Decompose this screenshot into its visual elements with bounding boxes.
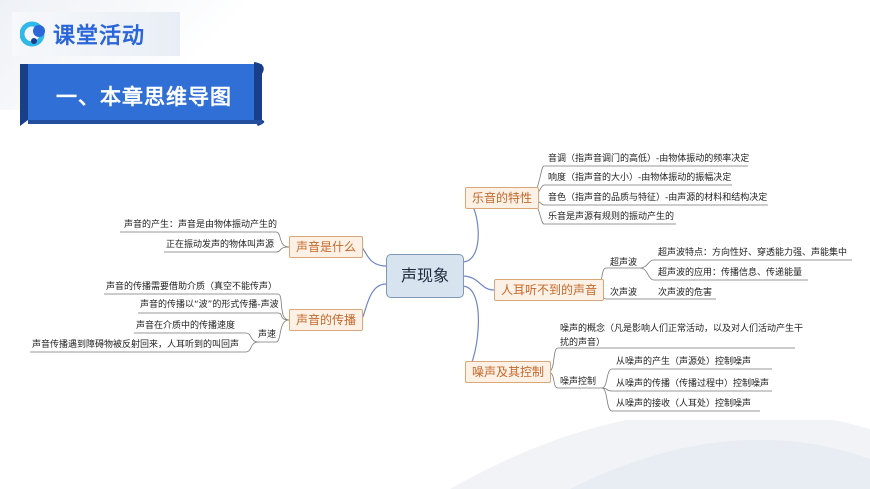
branch-musical-sound: 乐音的特性 <box>465 187 540 209</box>
branch-sound-propagation: 声音的传播 <box>289 309 364 331</box>
title-banner <box>20 62 265 126</box>
noise-control-item-receiver: 从噪声的接收（人耳处）控制噪声 <box>616 399 752 409</box>
branch-noise-control: 噪声及其控制 <box>465 361 552 383</box>
propagation-item-wave: 声音的传播以“波”的形式传播-声波 <box>140 300 279 310</box>
propagation-item-medium: 声音的传播需要借助介质（真空不能传声） <box>106 282 278 292</box>
mindmap-center-node: 声现象 <box>386 254 464 298</box>
propagation-item-speed: 声音在介质中的传播速度 <box>136 321 236 331</box>
branch-inaudible-sound: 人耳听不到的声音 <box>494 279 605 301</box>
infrasound-item-hazard: 次声波的危害 <box>658 288 713 298</box>
ultrasound-label: 超声波 <box>610 258 638 268</box>
ultrasound-item-features: 超声波特点：方向性好、穿透能力强、声能集中 <box>658 248 848 258</box>
music-item-loudness: 响度（指声音的大小）-由物体振动的振幅决定 <box>548 173 732 183</box>
header-title: 课堂活动 <box>53 24 146 49</box>
infrasound-label: 次声波 <box>610 288 638 298</box>
noise-control-label: 噪声控制 <box>560 377 597 387</box>
what-item-source: 正在振动发声的物体叫声源 <box>166 240 275 250</box>
what-item-origin: 声音的产生：声音是由物体振动产生的 <box>124 220 278 230</box>
music-item-pitch: 音调（指声音调门的高低）-由物体振动的频率决定 <box>548 154 750 164</box>
music-item-timbre: 音色（指声音的品质与特征）-由声源的材料和结构决定 <box>548 193 768 203</box>
app-logo-icon <box>20 21 45 47</box>
noise-concept: 噪声的概念（凡是影响人们正常活动，以及对人们活动产生干扰的声音） <box>560 324 804 348</box>
propagation-speed-label: 声速 <box>258 330 277 340</box>
branch-what-is-sound: 声音是什么 <box>289 236 364 258</box>
banner-title: 一、本章思维导图 <box>56 85 232 109</box>
noise-control-item-source: 从噪声的产生（声源处）控制噪声 <box>616 357 752 367</box>
ultrasound-item-uses: 超声波的应用：传播信息、传递能量 <box>658 268 803 278</box>
noise-control-item-path: 从噪声的传播（传播过程中）控制噪声 <box>616 379 770 389</box>
propagation-item-echo: 声音传播遇到障碍物被反射回来，人耳听到的叫回声 <box>32 340 240 350</box>
music-item-regular: 乐音是声源有规则的振动产生的 <box>548 212 675 222</box>
